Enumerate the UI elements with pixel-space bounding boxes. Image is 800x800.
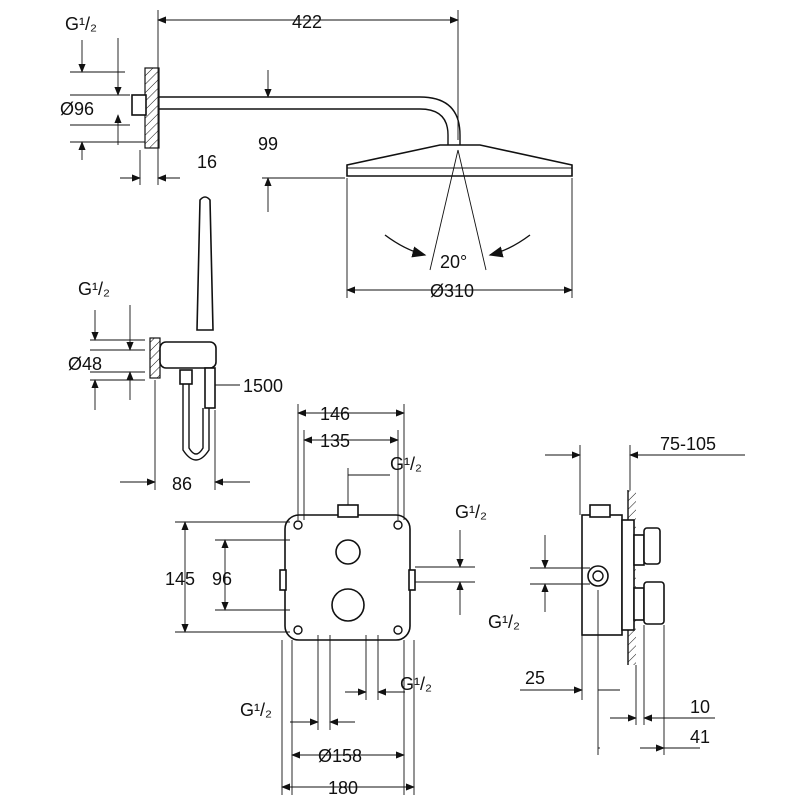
dim-head-diameter: Ø310 — [430, 281, 474, 301]
dim-135: 135 — [320, 431, 350, 451]
dim-bottom-inlet-left: G¹/₂ — [240, 700, 272, 720]
dim-rosette-diameter: Ø158 — [318, 746, 362, 766]
dim-side-view-outlet: G¹/₂ — [488, 612, 520, 632]
dim-145: 145 — [165, 569, 195, 589]
dim-16: 16 — [197, 152, 217, 172]
dim-flange-diameter: Ø96 — [60, 99, 94, 119]
dim-180: 180 — [328, 778, 358, 798]
dim-handshower-flange: Ø48 — [68, 354, 102, 374]
dim-spray-angle: 20° — [440, 252, 467, 272]
head-shower-view: 422 20° 99 Ø310 G¹/₂ — [60, 10, 573, 301]
dim-install-depth: 75-105 — [660, 434, 716, 454]
dim-10: 10 — [690, 697, 710, 717]
dim-41: 41 — [690, 727, 710, 747]
dim-146: 146 — [320, 404, 350, 424]
thermostat-side-view: 75-105 G¹/₂ 25 10 41 — [488, 434, 745, 755]
thermostat-front-view: 146 135 G¹/₂ G¹/₂ 145 96 G¹/₂ G¹/₂ — [165, 404, 487, 798]
dim-25: 25 — [525, 668, 545, 688]
dim-handshower-inlet: G¹/₂ — [78, 279, 110, 299]
dim-bottom-inlet-right: G¹/₂ — [400, 674, 432, 694]
dim-99: 99 — [258, 134, 278, 154]
dim-hose-length: 1500 — [243, 376, 283, 396]
dim-86: 86 — [172, 474, 192, 494]
dim-422: 422 — [292, 12, 322, 32]
dim-side-outlet: G¹/₂ — [455, 502, 487, 522]
hand-shower-view: 1500 G¹/₂ Ø48 86 — [68, 196, 283, 494]
dim-arm-inlet: G¹/₂ — [65, 14, 97, 34]
dim-top-outlet: G¹/₂ — [390, 454, 422, 474]
dim-96: 96 — [212, 569, 232, 589]
